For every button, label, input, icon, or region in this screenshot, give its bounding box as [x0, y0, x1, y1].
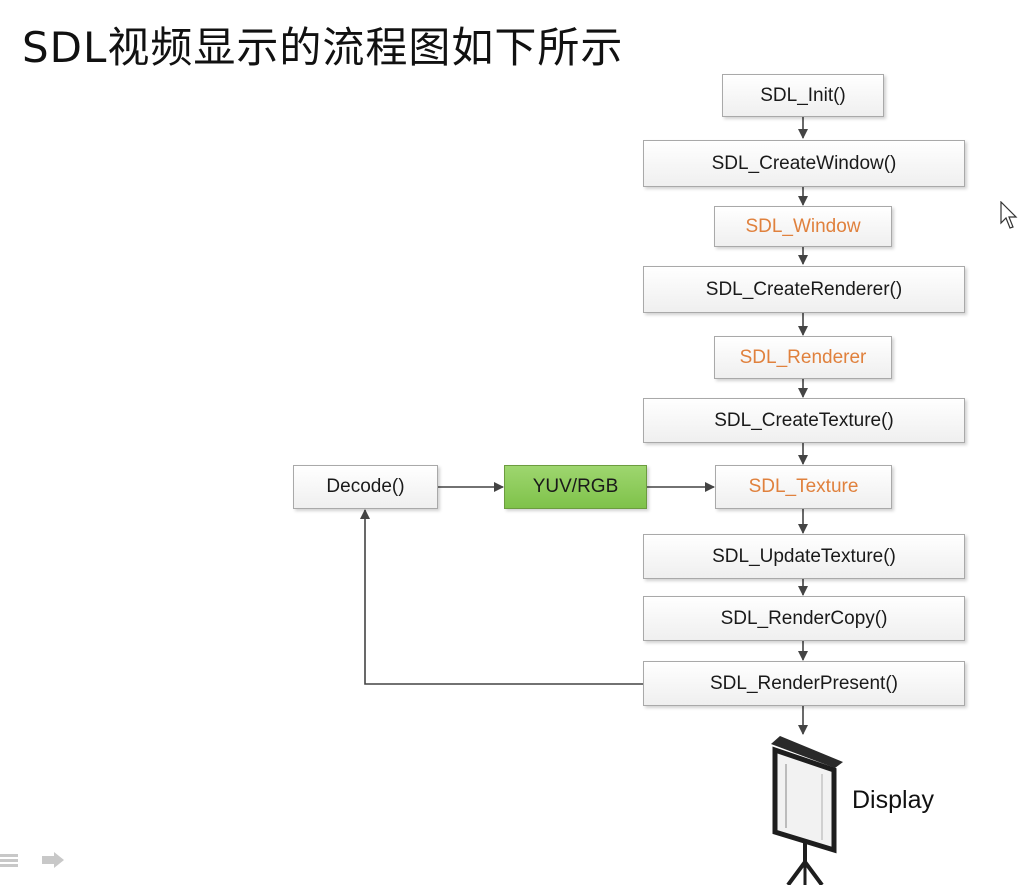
node-yuv-rgb: YUV/RGB	[504, 465, 647, 509]
display-label: Display	[852, 786, 934, 814]
mouse-cursor-icon	[1000, 201, 1018, 229]
slide-nav-icon[interactable]	[0, 846, 70, 876]
node-decode: Decode()	[293, 465, 438, 509]
node-sdl-renderer: SDL_Renderer	[714, 336, 892, 379]
node-sdl-create-texture: SDL_CreateTexture()	[643, 398, 965, 443]
node-sdl-texture: SDL_Texture	[715, 465, 892, 509]
page-title: SDL视频显示的流程图如下所示	[22, 23, 624, 72]
node-sdl-window: SDL_Window	[714, 206, 892, 247]
projector-screen-icon	[771, 736, 843, 885]
node-sdl-init: SDL_Init()	[722, 74, 884, 117]
arrow-render-present-to-decode	[360, 509, 643, 685]
node-sdl-create-window: SDL_CreateWindow()	[643, 140, 965, 187]
node-sdl-render-copy: SDL_RenderCopy()	[643, 596, 965, 641]
node-sdl-render-present: SDL_RenderPresent()	[643, 661, 965, 706]
node-sdl-update-texture: SDL_UpdateTexture()	[643, 534, 965, 579]
node-sdl-create-renderer: SDL_CreateRenderer()	[643, 266, 965, 313]
